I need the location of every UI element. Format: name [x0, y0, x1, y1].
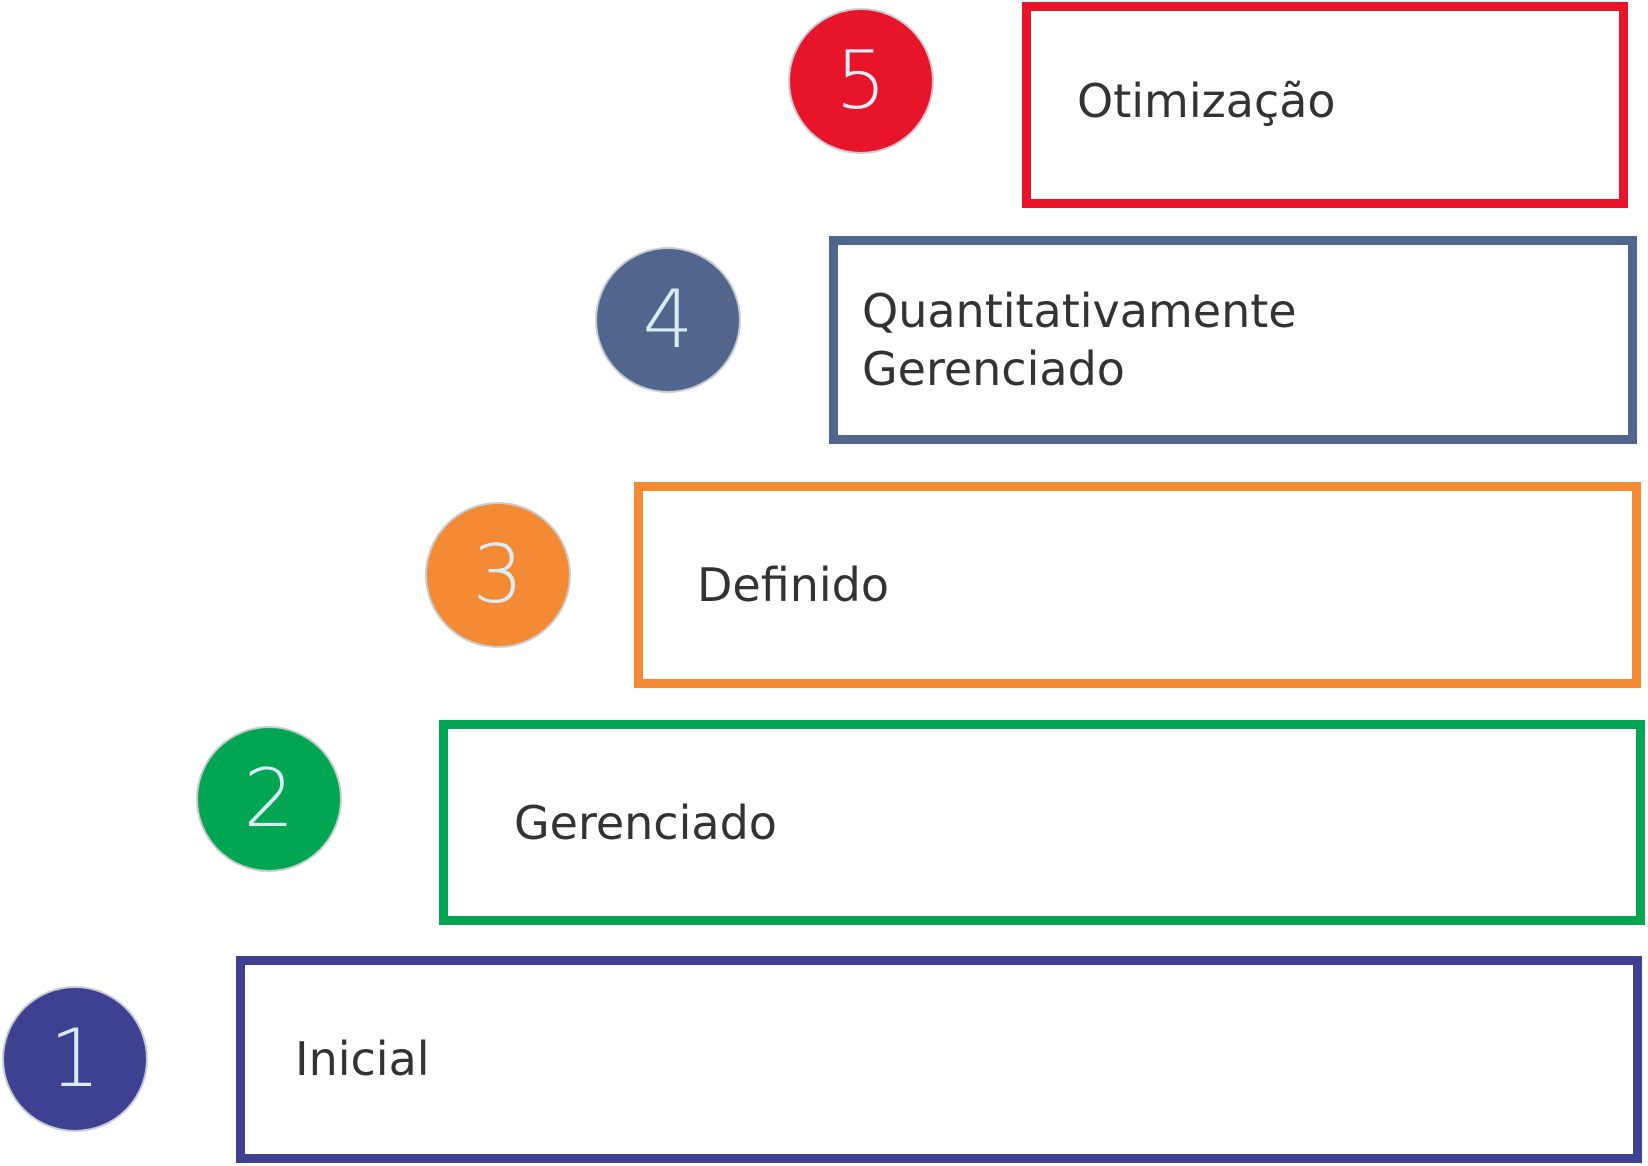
level-2-number-badge: 2: [196, 726, 342, 872]
level-3-label-line: Definido: [697, 558, 889, 612]
level-2-label: Gerenciado: [514, 794, 777, 852]
level-4-number-badge: 4: [595, 247, 741, 393]
level-3-box: [634, 482, 1641, 688]
level-1-label-line: Inicial: [295, 1032, 430, 1086]
level-5-number-badge: 5: [788, 8, 934, 154]
level-3-number-badge: 3: [425, 502, 571, 648]
level-1-number-badge: 1: [2, 986, 148, 1132]
level-1-label: Inicial: [295, 1030, 430, 1088]
level-5-label-line: Otimização: [1077, 74, 1336, 128]
level-4-label-line: Gerenciado: [862, 342, 1125, 396]
level-4-label: Quantitativamente Gerenciado: [862, 282, 1297, 398]
level-2-box: [439, 720, 1645, 925]
level-2-label-line: Gerenciado: [514, 796, 777, 850]
level-5-box: [1022, 2, 1628, 208]
level-3-label: Definido: [697, 556, 889, 614]
level-1-box: [236, 956, 1642, 1163]
level-5-label: Otimização: [1077, 72, 1336, 130]
level-4-label-line: Quantitativamente: [862, 284, 1297, 338]
level-4-box: [829, 236, 1637, 444]
